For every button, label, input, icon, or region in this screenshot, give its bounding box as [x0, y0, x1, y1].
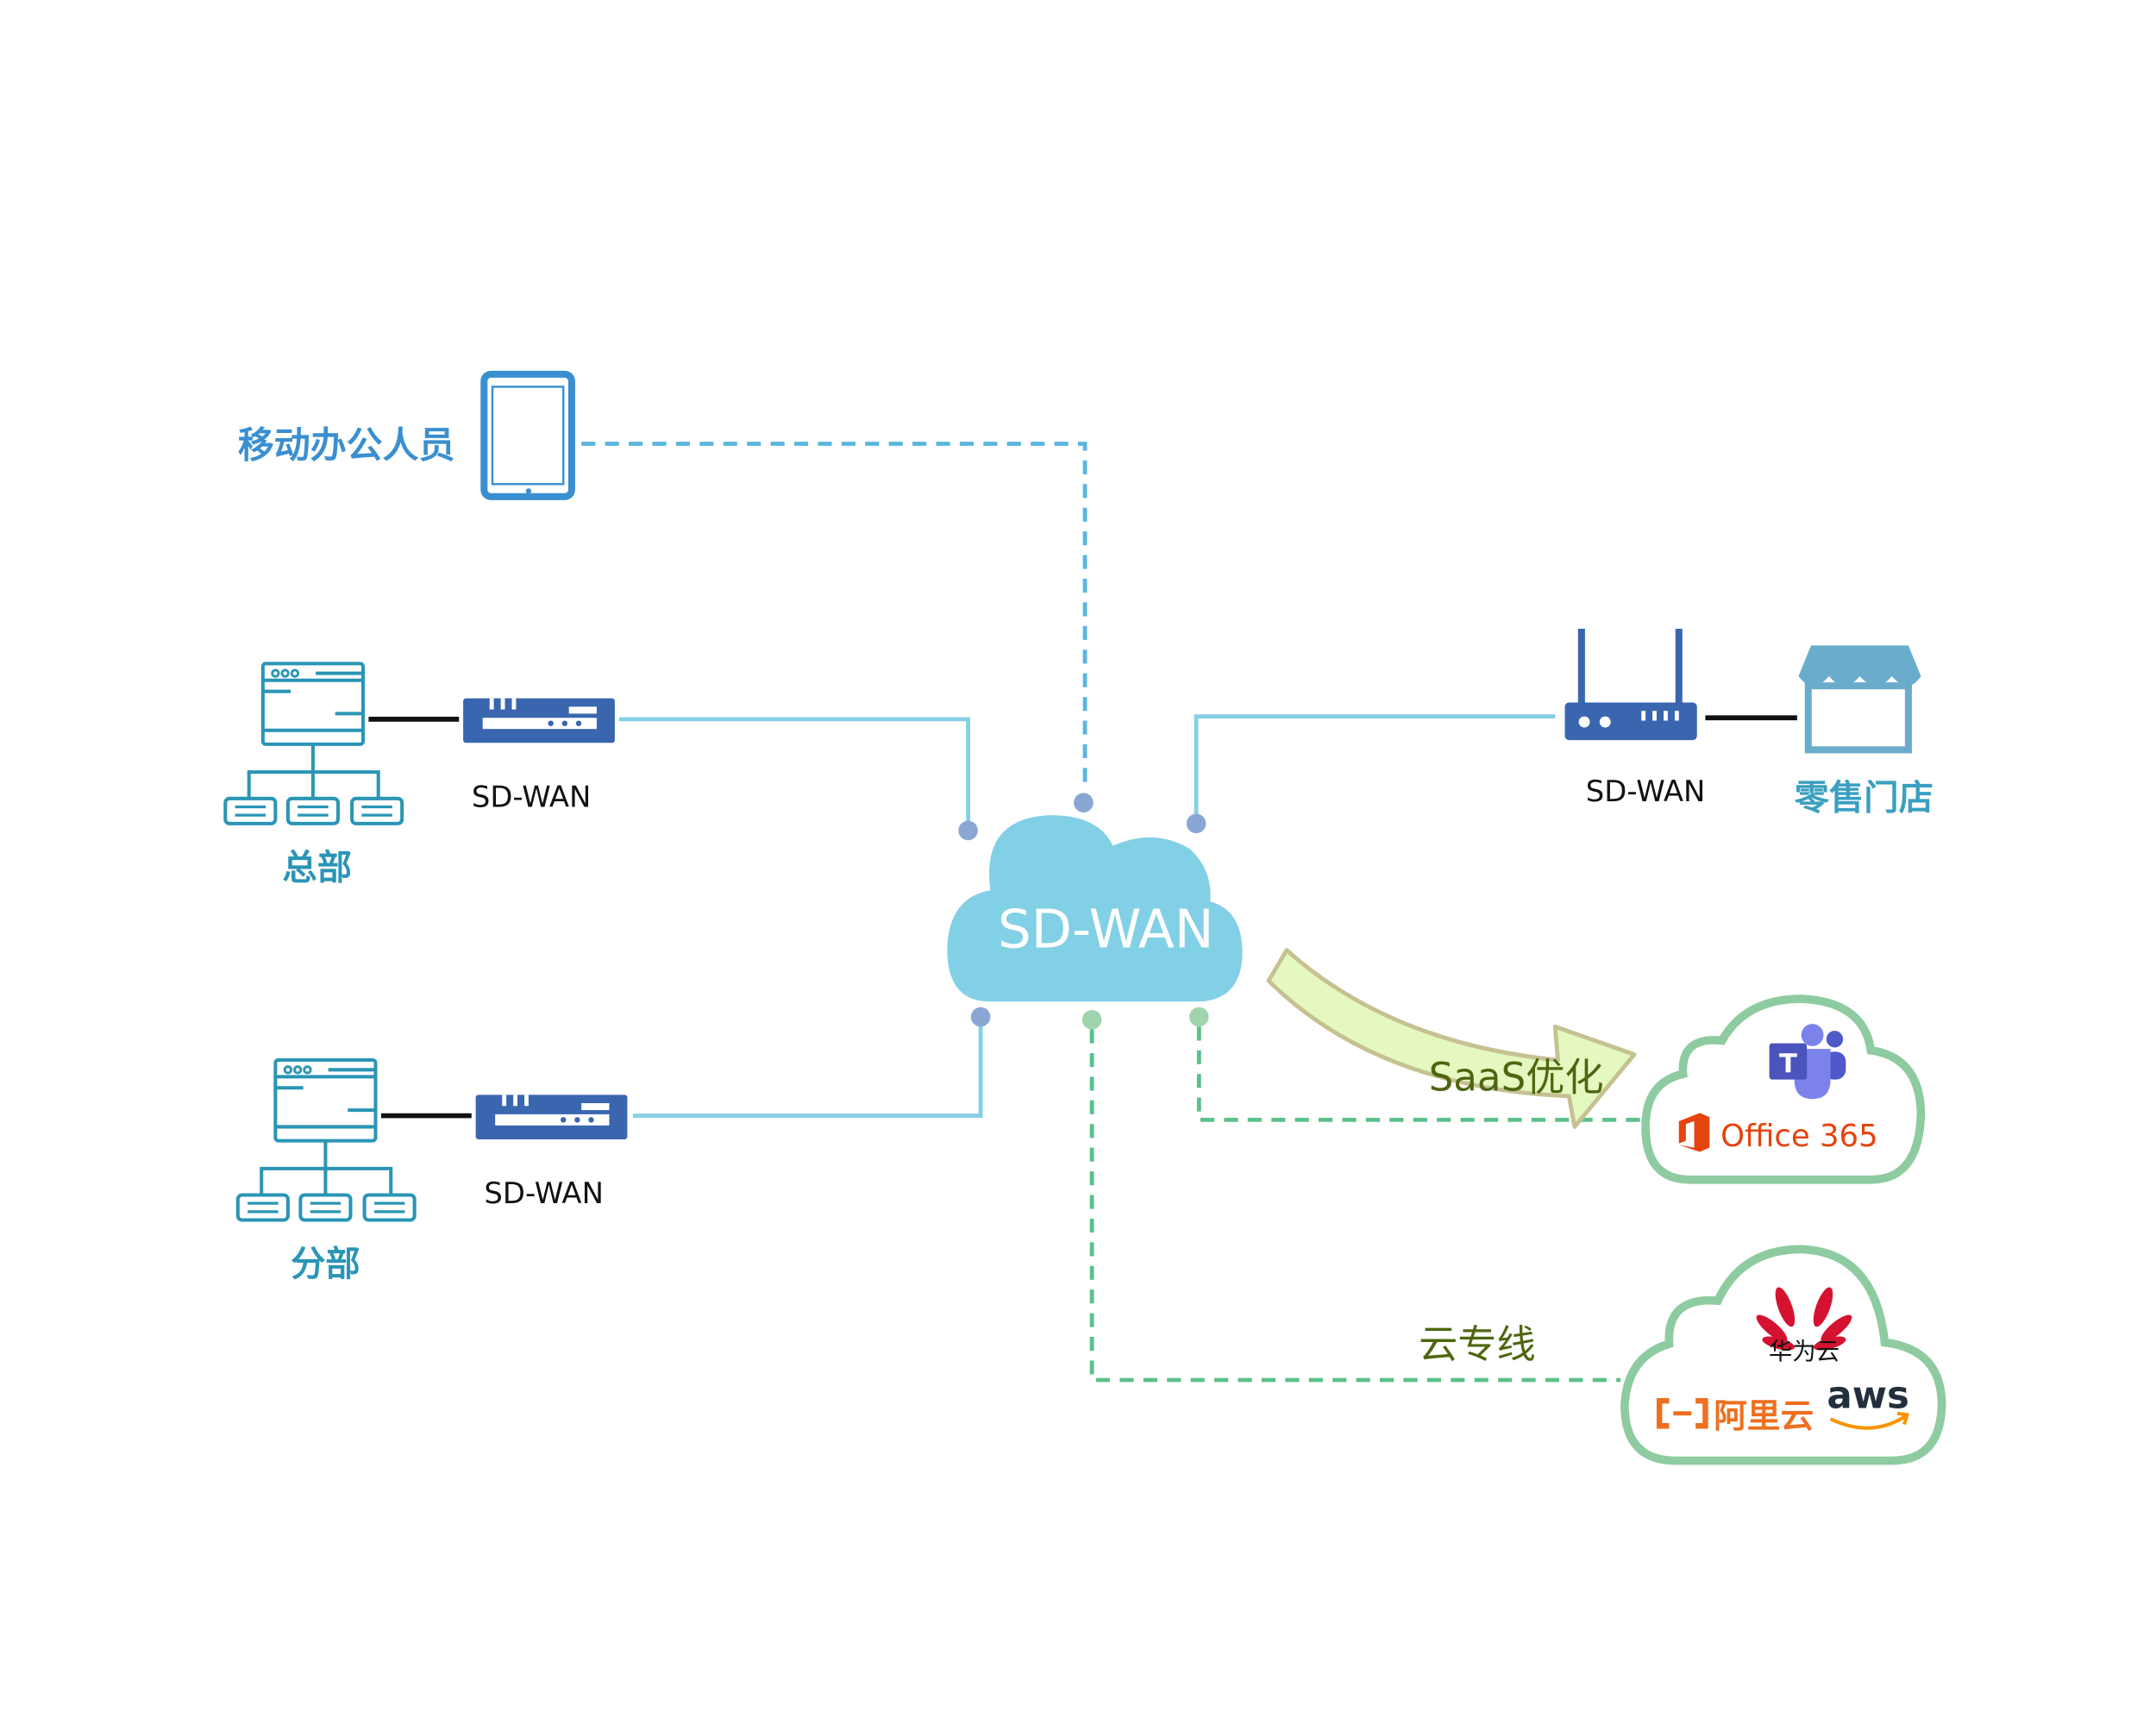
- branch-node: SD-WAN 分部: [238, 1060, 628, 1284]
- sd-wan-router-icon: [475, 1095, 628, 1139]
- connector-dot: [1074, 793, 1094, 812]
- office-logo: [1678, 1113, 1710, 1152]
- network-tree-icon: [238, 1060, 415, 1220]
- connector-dot: [970, 1007, 991, 1027]
- cloud-icon: [947, 815, 1243, 1002]
- mobile-dashed-link: [581, 442, 1087, 791]
- aws-smile-icon: [1829, 1411, 1909, 1430]
- wifi-router-icon: [1564, 629, 1697, 741]
- connector-dot: [1081, 1009, 1102, 1030]
- retail-node: SD-WAN 零售门店: [1564, 629, 1934, 819]
- tablet-icon: [480, 370, 575, 500]
- aliyun-label: 阿里云: [1714, 1397, 1814, 1436]
- mobile-worker-label: 移动办公人员: [238, 424, 455, 467]
- office-365-label: Office 365: [1720, 1119, 1878, 1154]
- saas-label: SaaS优化: [1429, 1055, 1604, 1101]
- branch-device-label: SD-WAN: [484, 1176, 604, 1210]
- core-sd-wan-cloud: SD-WAN: [947, 815, 1243, 1002]
- teams-logo: T: [1769, 1024, 1846, 1100]
- saas-optimization-arrow: SaaS优化: [1266, 948, 1637, 1129]
- saas-cloud: T Office 365: [1641, 994, 1926, 1184]
- hq-label: 总部: [282, 847, 352, 888]
- huawei-logo: [1756, 1287, 1852, 1351]
- hq-device-label: SD-WAN: [472, 780, 592, 813]
- retail-device-label: SD-WAN: [1586, 775, 1706, 808]
- store-icon: [1798, 645, 1921, 754]
- connector-dot: [958, 820, 978, 841]
- connector-dot: [1186, 813, 1206, 834]
- retail-link: [1194, 714, 1556, 819]
- mobile-worker-node: 移动办公人员: [238, 370, 575, 500]
- core-label: SD-WAN: [998, 899, 1214, 960]
- cloud-line-label: 云专线: [1419, 1321, 1535, 1367]
- hq-node: SD-WAN 总部: [225, 663, 615, 888]
- huawei-cloud-label: 华为云: [1769, 1339, 1839, 1365]
- connector-dot: [1189, 1007, 1209, 1027]
- aws-label: aws: [1827, 1374, 1909, 1417]
- hq-link: [618, 717, 970, 824]
- svg-text:T: T: [1779, 1050, 1797, 1080]
- sd-wan-router-icon: [463, 698, 615, 743]
- network-tree-icon: [225, 663, 402, 823]
- branch-label: 分部: [291, 1244, 360, 1284]
- public-cloud: 华为云 阿里云 aws: [1620, 1245, 1946, 1465]
- retail-label: 零售门店: [1795, 778, 1934, 819]
- branch-link: [632, 1022, 983, 1118]
- aliyun-logo: [1656, 1397, 1708, 1429]
- saas-dashed-link: [1196, 1026, 1642, 1122]
